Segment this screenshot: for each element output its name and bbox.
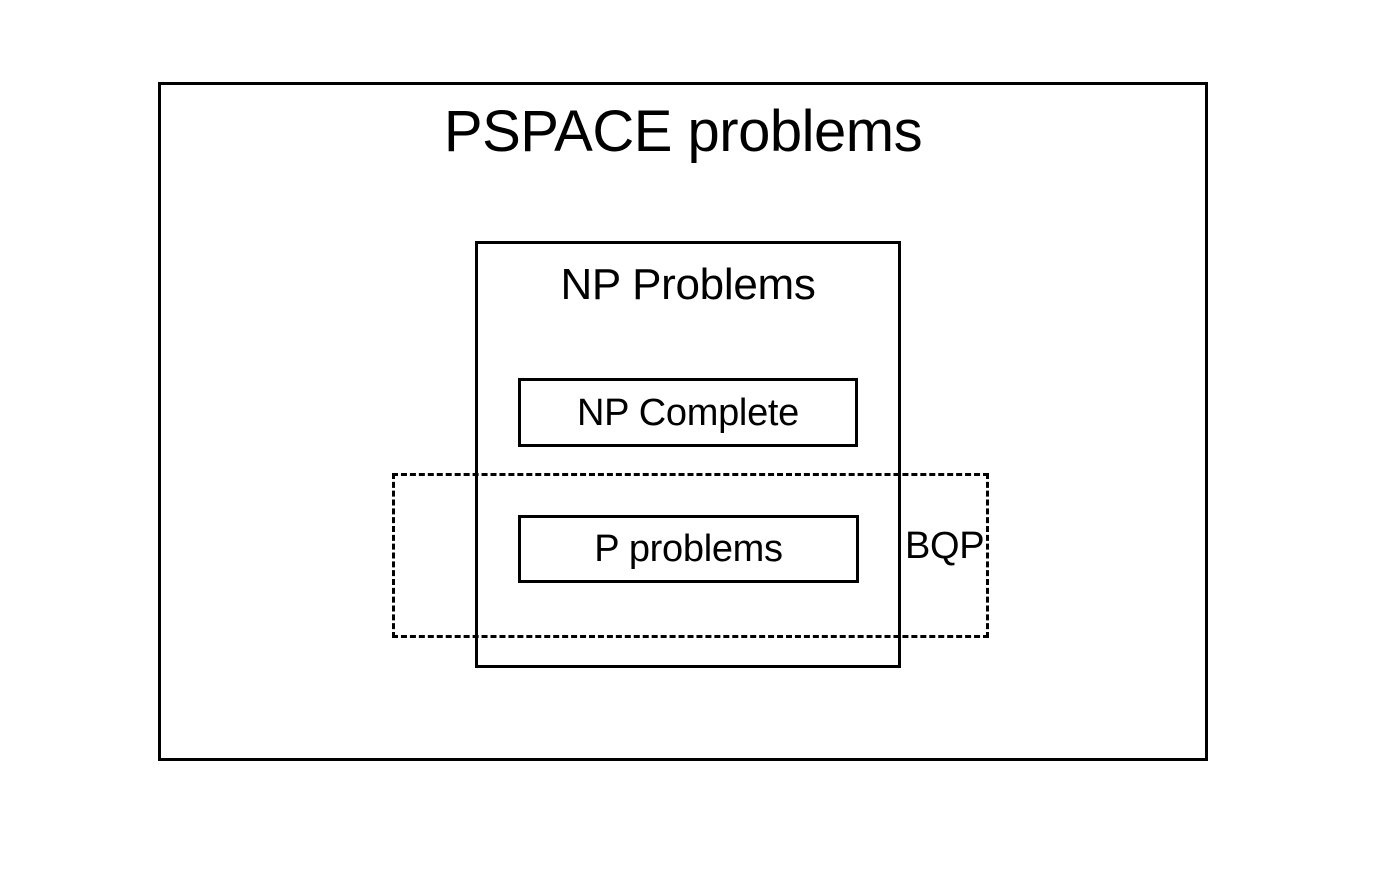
np-region-box bbox=[475, 241, 901, 668]
bqp-region-box bbox=[392, 473, 989, 638]
bqp-region-label: BQP bbox=[905, 525, 985, 567]
np-complete-region-box bbox=[518, 378, 858, 447]
np-region-label: NP Problems bbox=[560, 260, 816, 309]
p-region-label: P problems bbox=[594, 528, 783, 570]
pspace-region-box bbox=[158, 82, 1208, 761]
pspace-region-label: PSPACE problems bbox=[443, 99, 923, 164]
np-complete-region-label: NP Complete bbox=[577, 392, 799, 434]
p-region-box bbox=[518, 515, 859, 583]
